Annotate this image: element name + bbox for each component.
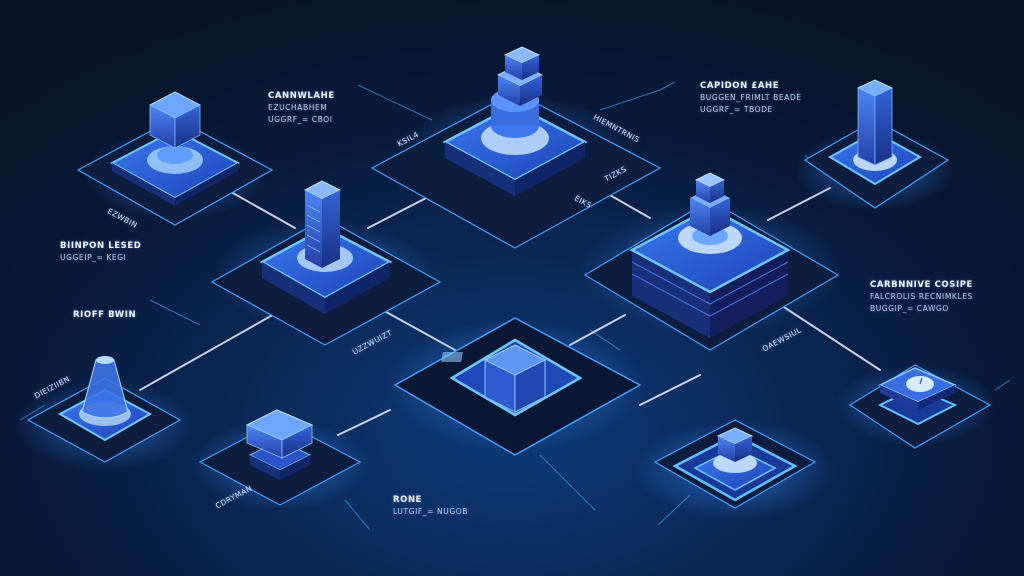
label-left: RIOFF BWIN (73, 309, 136, 321)
node-tower-right[interactable] (795, 79, 955, 210)
label-line: EZUCHABHEM (268, 103, 328, 112)
node-clock-right[interactable] (835, 364, 995, 449)
label-line: BUGGIP_= CAWGO (870, 304, 949, 313)
node-tower-midleft[interactable] (210, 180, 442, 346)
label-line: UGGEIP_= KEGI (60, 253, 127, 262)
label-line: FALCROLIS RECNIMKLES (870, 292, 973, 301)
node-stack-midright[interactable] (580, 172, 840, 351)
label-title: CAPIDON £AHE (700, 81, 780, 91)
label-title: CANNWLAHE (268, 91, 335, 101)
label-line: LUTGIF_= NUGOB (393, 507, 468, 516)
node-server-top[interactable] (370, 46, 662, 249)
label-top-left: CANNWLAHE EZUCHABHEM UGGRF_= CBOI (268, 90, 335, 126)
node-device-bottomleft[interactable] (190, 409, 370, 510)
label-title: BIINPON LESED (60, 241, 142, 251)
label-title: RIOFF BWIN (73, 310, 137, 320)
label-mid-left: BIINPON LESED UGGEIP_= KEGI (60, 240, 141, 264)
label-bottom: RONE LUTGIF_= NUGOB (393, 494, 468, 518)
node-cube-bottomright[interactable] (635, 419, 835, 520)
label-top-right: CAPIDON £AHE BUGGEN_FRIMLT BEADE UGGRF_=… (700, 80, 802, 116)
label-title: RONE (393, 495, 423, 505)
label-right: CARBNNIVE COSIPE FALCROLIS RECNIMKLES BU… (870, 279, 973, 315)
label-line: UGGRF_= TBODE (700, 105, 773, 114)
label-line: UGGRF_= CBOI (268, 115, 333, 124)
node-chip-center[interactable] (385, 317, 645, 456)
label-line: BUGGEN_FRIMLT BEADE (700, 93, 802, 102)
node-flask-left[interactable] (15, 356, 195, 470)
label-title: CARBNNIVE COSIPE (870, 280, 973, 290)
node-cube-topleft[interactable] (76, 91, 274, 226)
